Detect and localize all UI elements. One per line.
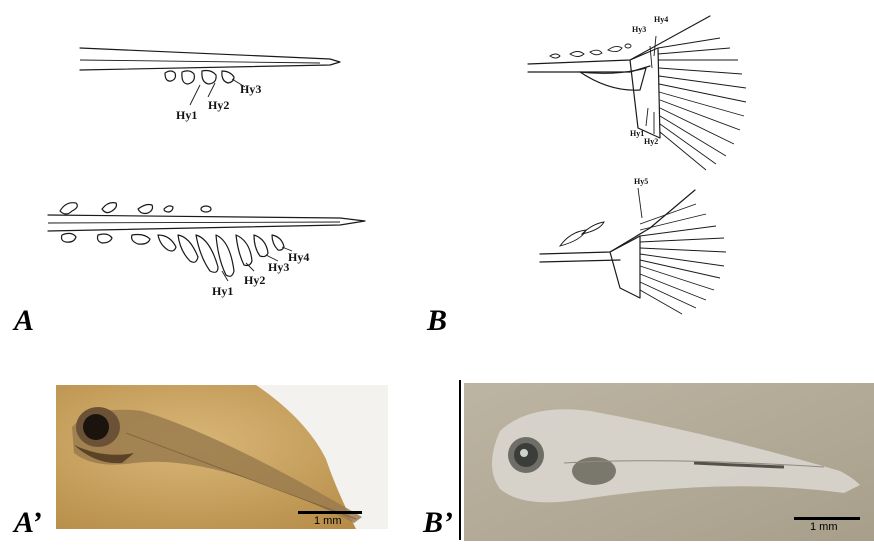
top-hy1-label: Hy1 xyxy=(176,108,197,122)
bottom-fin-rays xyxy=(640,204,726,314)
panel-a: Hy1 Hy2 Hy3 Hy1 Hy2 Hy3 Hy4 xyxy=(40,35,380,315)
panel-a-drawing: Hy1 Hy2 Hy3 Hy1 Hy2 Hy3 Hy4 xyxy=(40,35,380,315)
bottom-hy4-label: Hy4 xyxy=(288,250,309,264)
scale-bar xyxy=(298,511,362,514)
panel-b: Hy3 Hy4 Hy1 Hy2 Hy5 xyxy=(520,8,770,328)
top-hy3-label: Hy3 xyxy=(240,82,261,96)
larva-a-prime-image xyxy=(56,385,388,529)
panel-b-drawing: Hy3 Hy4 Hy1 Hy2 Hy5 xyxy=(520,8,770,328)
bottom-hy2-label: Hy2 xyxy=(244,273,265,287)
bottom-hy1-label: Hy1 xyxy=(212,284,233,298)
top-fin-rays xyxy=(658,38,746,170)
bottom-hy3-label: Hy3 xyxy=(268,260,289,274)
b-top-hy2-label: Hy2 xyxy=(644,137,658,146)
panel-a-prime-photo: 1 mm xyxy=(56,385,388,529)
panel-a-label: A xyxy=(14,306,34,336)
b-bottom-hy5-label: Hy5 xyxy=(634,177,648,186)
panel-b-prime-photo: 1 mm xyxy=(464,383,874,541)
scale-bar xyxy=(794,517,860,520)
scale-label: 1 mm xyxy=(810,521,838,533)
top-hy2-label: Hy2 xyxy=(208,98,229,112)
b-top-hy3-label: Hy3 xyxy=(632,25,646,34)
panel-a-prime-label: A’ xyxy=(14,508,42,538)
b-top-hy1-label: Hy1 xyxy=(630,129,644,138)
b-top-hy4-label: Hy4 xyxy=(654,15,668,24)
scale-label: 1 mm xyxy=(314,515,342,527)
panel-b-prime-label: B’ xyxy=(423,508,453,538)
panel-b-label: B xyxy=(427,306,447,336)
panel-divider xyxy=(459,380,461,540)
